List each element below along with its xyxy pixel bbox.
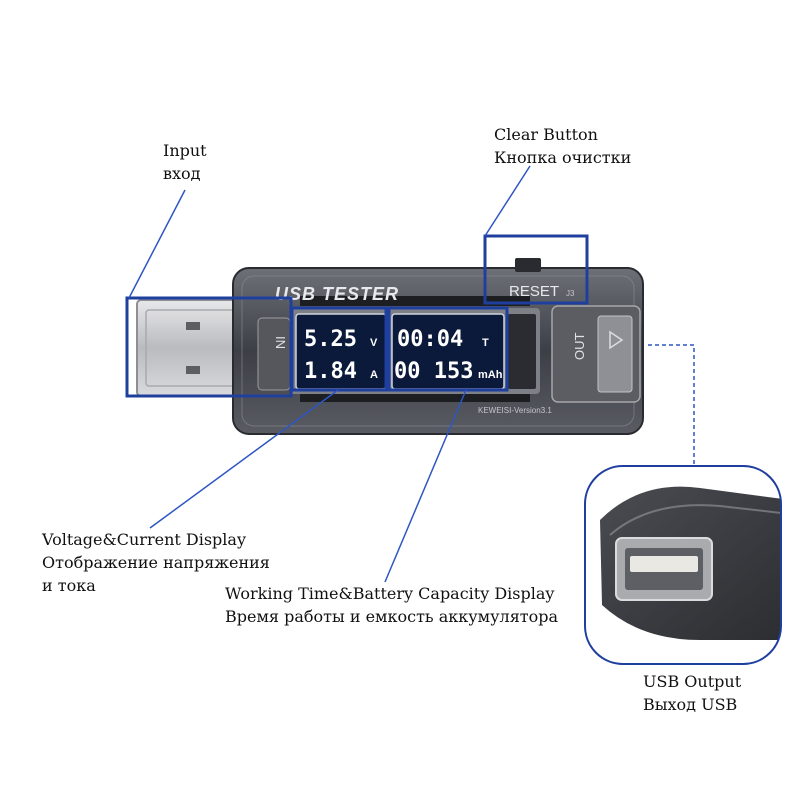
device-title: USB TESTER — [275, 284, 399, 304]
time-unit: T — [482, 337, 489, 349]
time-readout: 00:04 — [397, 327, 463, 352]
chip-pins-bottom — [300, 392, 530, 402]
capacity-unit: mAh — [478, 369, 503, 381]
lcd-panel — [290, 308, 540, 394]
voltage-current-label-en: Voltage&Current Display — [42, 530, 246, 549]
out-label: OUT — [572, 333, 587, 361]
input-label: Input вход — [163, 139, 207, 185]
reset-label: RESET — [509, 283, 559, 300]
capacity-readout: 00 153 — [394, 359, 473, 384]
voltage-unit: V — [370, 337, 378, 349]
chip-pins-top — [300, 296, 530, 306]
output-usb-port — [551, 305, 641, 403]
clear-button-label: Clear Button Кнопка очистки — [494, 123, 631, 169]
voltage-current-label-ru2: и тока — [42, 576, 96, 595]
input-label-en: Input — [163, 141, 207, 160]
voltage-leader-line — [149, 389, 339, 529]
voltage-current-label-ru1: Отображение напряжения — [42, 553, 270, 572]
output-zoom-inset — [584, 465, 782, 665]
in-label: IN — [273, 336, 288, 349]
usb-output-label-ru: Выход USB — [643, 695, 738, 714]
input-leader-line — [128, 189, 186, 299]
time-capacity-label-ru: Время работы и емкость аккумулятора — [225, 607, 559, 626]
time-capacity-label: Working Time&Battery Capacity Display Вр… — [225, 582, 558, 628]
reset-switch[interactable] — [515, 258, 541, 272]
output-leader-line — [648, 344, 695, 466]
clear-button-label-en: Clear Button — [494, 125, 598, 144]
time-capacity-label-en: Working Time&Battery Capacity Display — [225, 584, 555, 603]
reset-leader-line — [484, 165, 531, 237]
current-unit: A — [370, 369, 378, 381]
reset-callout-box — [483, 234, 589, 305]
usb-output-label: USB Output Выход USB — [643, 670, 741, 716]
input-label-ru: вход — [163, 164, 201, 183]
j3-label: J3 — [566, 289, 575, 298]
time-callout-box — [387, 306, 509, 392]
time-leader-line — [384, 389, 467, 583]
voltage-readout: 5.25 — [304, 327, 357, 352]
model-label: KEWEISI-Version3.1 — [478, 406, 552, 415]
voltage-callout-box — [290, 306, 388, 392]
voltage-current-label: Voltage&Current Display Отображение напр… — [42, 528, 270, 597]
clear-button-label-ru: Кнопка очистки — [494, 148, 632, 167]
current-readout: 1.84 — [304, 359, 357, 384]
usb-output-label-en: USB Output — [643, 672, 742, 691]
